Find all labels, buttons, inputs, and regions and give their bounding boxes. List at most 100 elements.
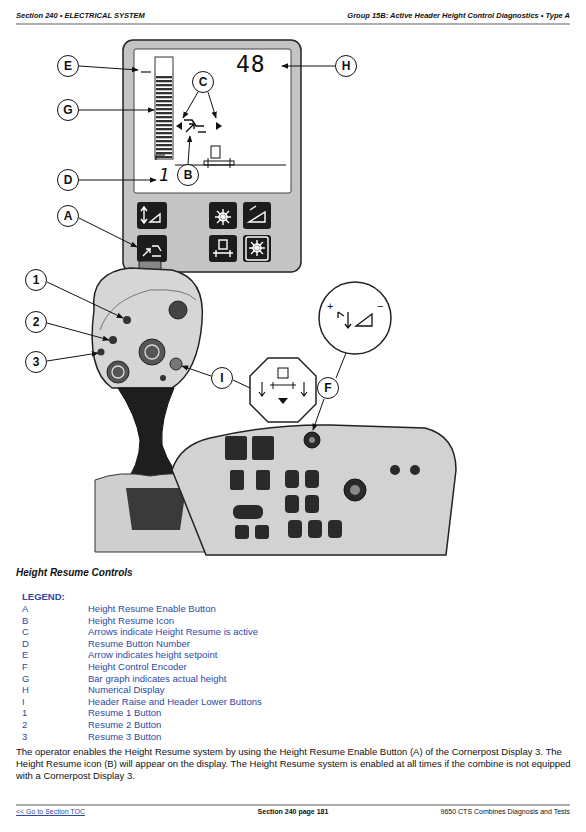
control-console-part (285, 470, 299, 488)
legend-key: G (22, 674, 29, 685)
legend-text: Numerical Display (88, 685, 165, 696)
callout-letter: I (220, 372, 223, 384)
footer-text: 9650 CTS Combines Diagnosis and Tests (441, 808, 570, 816)
control-console-part (410, 465, 420, 475)
encoder-magnifier (319, 282, 391, 354)
joystick-handle-part (98, 349, 105, 356)
leader-line (47, 66, 346, 430)
resume-number: 1 (159, 166, 170, 186)
footer-link: << Go to Section TOC (16, 808, 85, 816)
control-console-part (390, 465, 400, 475)
header-text: Section 240 • ELECTRICAL SYSTEM (16, 12, 145, 21)
display-button-part (137, 235, 167, 262)
legend-key: I (22, 697, 25, 708)
encoder-magnifier-part (319, 282, 391, 354)
display-button-part (209, 235, 237, 262)
encoder-sign: − (377, 300, 383, 313)
callout-letter: G (63, 104, 72, 116)
callout-letter: D (64, 174, 73, 186)
button-icon-part (249, 206, 265, 222)
callout-circle: B (177, 164, 199, 186)
page-rule-part (16, 805, 570, 806)
callout-letter: H (342, 60, 351, 72)
height-resume-icon-part (198, 131, 206, 132)
control-console-part (344, 479, 366, 501)
raise-lower-magnifier-part (250, 358, 316, 422)
joystick-handle (92, 261, 202, 388)
joystick-handle-part (107, 361, 129, 383)
control-console-part (225, 436, 247, 460)
control-console-part (172, 425, 456, 555)
encoder-magnifier-part (345, 312, 351, 328)
button-icon-part (141, 207, 160, 223)
raise-lower-magnifier-part (270, 382, 296, 389)
callout-letter: 2 (33, 316, 40, 328)
legend-text: Header Raise and Header Lower Buttons (88, 697, 262, 708)
callout-circle: H (335, 55, 357, 77)
callout-circle: I (211, 367, 233, 389)
leader-line-part (336, 353, 346, 378)
button-icon-part (219, 240, 227, 249)
control-console-part (304, 432, 320, 448)
joystick-shaft-part (126, 488, 186, 530)
leader-line-part (183, 92, 198, 118)
raise-lower-magnifier-part (259, 382, 307, 396)
leader-line-part (79, 66, 138, 70)
joystick-handle-part (109, 336, 117, 344)
cornerpost-display (123, 40, 301, 272)
joystick-handle-part (139, 339, 165, 365)
button-icon (141, 206, 268, 260)
leader-line-part (208, 92, 216, 118)
callout-circle: 3 (25, 351, 47, 373)
callout-circle: D (57, 169, 79, 191)
callout-circle: G (57, 99, 79, 121)
leader-line-part (313, 399, 324, 430)
joystick-handle-part (145, 345, 159, 359)
leader-line-part (79, 180, 156, 181)
legend-text: Height Control Encoder (88, 662, 187, 673)
legend-text: Height Resume Icon (88, 616, 174, 627)
cornerpost-display-part (134, 49, 291, 193)
legend-key: F (22, 662, 28, 673)
control-console-part (255, 525, 269, 539)
control-console (172, 425, 456, 555)
header-icon-part (156, 155, 165, 160)
display-button-part (243, 235, 271, 262)
leader-line-part (282, 66, 335, 67)
legend-key: D (22, 639, 29, 650)
joystick-handle-part (92, 268, 202, 388)
joystick-handle-part (123, 316, 131, 324)
leader-line-part (47, 282, 123, 318)
page-rule-part (16, 24, 570, 25)
callout-circle: A (57, 205, 79, 227)
callout-letter: 3 (33, 356, 40, 368)
page-rule (16, 24, 570, 805)
legend-text: Height Resume Enable Button (88, 604, 216, 615)
body-paragraph: The operator enables the Height Resume s… (16, 746, 572, 782)
callout-letter: A (64, 210, 73, 222)
bar-graph-part (156, 76, 172, 158)
legend-text: Resume 2 Button (88, 720, 161, 731)
legend-key: 1 (22, 708, 27, 719)
button-icon-part (215, 209, 231, 225)
legend-text: Bar graph indicates actual height (88, 674, 226, 685)
raise-lower-magnifier (250, 358, 316, 422)
leader-line-part (182, 366, 211, 376)
header-icon-part (230, 158, 231, 168)
leader-line-part (47, 353, 98, 361)
callout-circle: 2 (25, 311, 47, 333)
raise-lower-magnifier-part (278, 398, 288, 404)
header-icon (156, 146, 286, 168)
cornerpost-display-part (123, 40, 301, 272)
control-console-part (305, 495, 319, 513)
control-console-part (230, 470, 244, 490)
callout-circle: E (57, 55, 79, 77)
raise-lower-magnifier-part (278, 368, 288, 378)
callout-letter: B (184, 169, 193, 181)
header-icon-part (211, 146, 220, 158)
height-resume-icon-part (176, 122, 182, 130)
callout-letter: C (199, 76, 208, 88)
leader-line-part (233, 380, 250, 388)
legend-key: B (22, 616, 28, 627)
